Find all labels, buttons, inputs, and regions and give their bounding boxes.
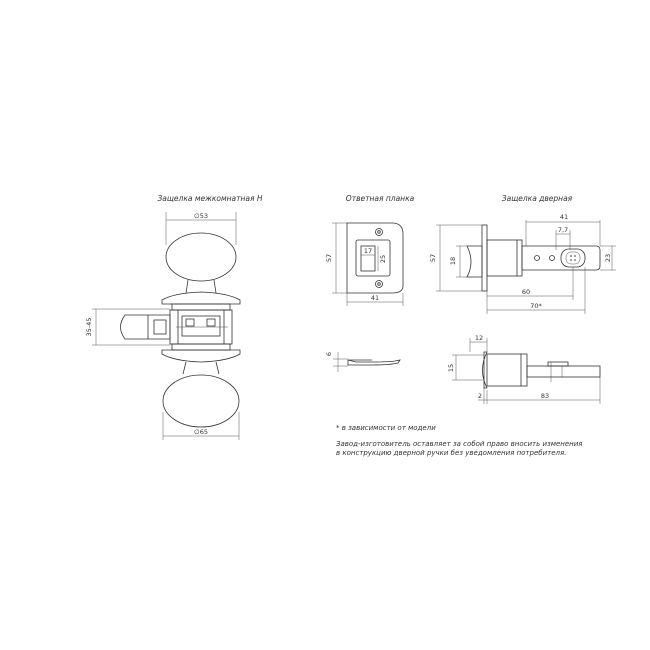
dim-strike-inner-width: 17 [364, 247, 372, 255]
bottom-knob [162, 374, 240, 428]
latch-faceplate [481, 224, 488, 292]
dim-latch-right-height: 23 [604, 254, 612, 262]
strike-plate-outline [346, 222, 404, 294]
knob-latch-assembly: Защелка межкомнатная Н ∅53 35-45 [85, 194, 263, 440]
dim-knob-top-diameter: ∅53 [194, 212, 208, 220]
dim-latch-side-15: 15 [447, 364, 455, 372]
latch-bolt [120, 314, 171, 340]
dim-latch-height: 57 [429, 254, 437, 262]
dim-latch-side-12: 12 [475, 334, 483, 342]
dim-strike-width: 41 [371, 294, 379, 302]
disclaimer-line-1: Завод-изготовитель оставляет за собой пр… [336, 440, 583, 448]
dim-latch-side-2: 2 [478, 392, 482, 400]
strike-plate: Ответная планка 57 17 25 41 6 [325, 194, 415, 372]
latch-bolt-top [466, 245, 483, 278]
dim-latch-width-top: 41 [560, 213, 568, 221]
dim-latch-backset: 60 [522, 288, 530, 296]
strike-plate-side [347, 359, 401, 366]
title-latch-interior: Защелка межкомнатная Н [157, 194, 262, 203]
dim-strike-side-thickness: 6 [325, 352, 333, 356]
bottom-rosette [161, 349, 241, 363]
title-strike-plate: Ответная планка [346, 194, 415, 203]
top-rosette [161, 291, 241, 305]
disclaimer-line-2: в конструкцию дверной ручки без уведомле… [336, 449, 566, 457]
dim-latch-hole-spacing: 7,7 [558, 226, 568, 234]
dim-strike-height: 57 [325, 254, 333, 262]
dim-latch-side-83: 83 [541, 392, 549, 400]
top-knob [165, 232, 237, 282]
notes: * в зависимости от модели Завод-изготови… [336, 424, 583, 457]
dim-strike-inner-height: 25 [379, 255, 387, 263]
dim-knob-bottom-diameter: ∅65 [194, 428, 208, 436]
latch-side-tail [526, 365, 601, 378]
title-door-latch: Защелка дверная [502, 194, 573, 203]
footnote: * в зависимости от модели [336, 424, 436, 432]
latch-side-front [482, 351, 488, 389]
dim-door-thickness: 35-45 [85, 318, 93, 337]
dim-latch-bolt-height: 18 [449, 257, 457, 265]
dim-latch-total: 70* [530, 302, 542, 310]
latch-tail [521, 245, 601, 271]
door-latch: Защелка дверная 57 18 41 [429, 194, 616, 404]
